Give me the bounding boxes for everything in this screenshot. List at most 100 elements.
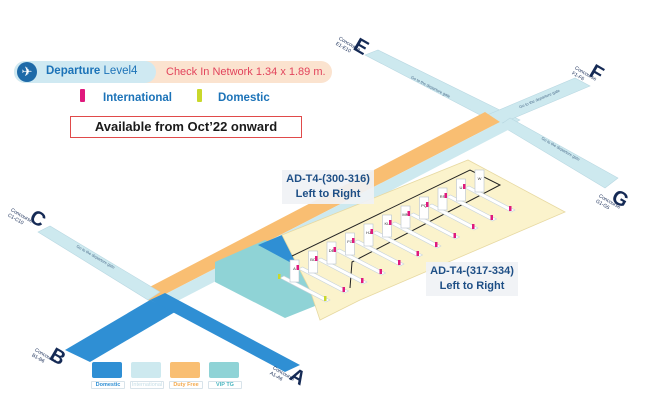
checkin-island: BC — [296, 250, 350, 294]
checkin-island: RS — [426, 187, 479, 231]
checkin-island: W — [463, 169, 516, 213]
checkin-counter-bar — [297, 266, 350, 294]
international-kiosk-icon — [296, 265, 299, 270]
checkin-counter-bar — [316, 257, 368, 285]
legend-duty-free-swatch — [170, 362, 200, 378]
row-sign — [289, 259, 300, 283]
callout-direction: Left to Right — [295, 188, 361, 200]
international-kiosk-icon — [472, 224, 475, 229]
callout-code: AD-T4-(300-316) — [286, 173, 370, 185]
departure-level-label: Departure Level4 — [46, 65, 137, 77]
international-kiosk-icon — [315, 256, 318, 261]
row-sign — [400, 205, 411, 229]
row-label: A — [293, 266, 296, 271]
legend-vip-swatch — [209, 362, 239, 378]
checkin-counter-bar — [427, 203, 479, 231]
concourse-g-corridor — [499, 117, 619, 189]
row-sign — [456, 178, 466, 202]
international-kiosk-icon — [426, 202, 429, 207]
checkin-counter-bar — [334, 248, 387, 276]
header-departure-pill — [14, 61, 156, 83]
legend-domestic: Domestic — [218, 92, 270, 104]
international-kiosk-icon — [379, 269, 382, 274]
international-kiosk-icon — [490, 215, 493, 220]
international-kiosk-icon — [509, 206, 512, 211]
checkin-island: A — [278, 259, 331, 303]
concourse-a-corridor — [150, 293, 300, 372]
row-label: PQ — [421, 203, 427, 208]
international-kiosk-icon — [463, 184, 466, 189]
checkin-islands: A BC DE FG HJ KL MN PQ RS U W — [278, 169, 516, 303]
row-label: FG — [347, 239, 353, 244]
row-label: RS — [440, 194, 446, 199]
availability-notice: Available from Oct’22 onward — [70, 116, 302, 138]
concourse-e-corridor — [364, 49, 521, 129]
checkin-island: HJ — [352, 223, 405, 267]
callout-317-334: AD-T4-(317-334) Left to Right — [426, 262, 518, 296]
international-kiosk-icon — [370, 229, 373, 234]
row-sign — [363, 223, 374, 247]
legend-international-label: International — [130, 381, 164, 389]
row-sign — [474, 169, 485, 193]
concourse-c-corridor — [37, 225, 161, 301]
row-label: HJ — [366, 230, 371, 235]
checkin-island: FG — [333, 232, 387, 276]
international-kiosk-icon — [342, 287, 345, 292]
callout-code: AD-T4-(317-334) — [430, 265, 514, 277]
callout-300-316: AD-T4-(300-316) Left to Right — [282, 170, 374, 204]
checkin-counter-bar — [353, 239, 405, 267]
international-kiosk-icon — [407, 211, 410, 216]
legend-international-swatch — [131, 362, 161, 378]
duty-free-band — [140, 112, 500, 302]
row-sign — [437, 187, 448, 211]
checkin-counter-bar — [279, 275, 331, 303]
checkin-counter-bar — [445, 194, 498, 222]
international-kiosk-icon — [389, 220, 392, 225]
checkin-island: KL — [370, 214, 424, 258]
checkin-counter-bar — [371, 230, 424, 258]
row-label: U — [460, 185, 463, 190]
departure-title: Departure — [46, 65, 101, 77]
legend-domestic-label: Domestic — [91, 381, 125, 389]
concourse-b-corridor — [65, 300, 175, 362]
row-sign — [326, 241, 337, 265]
row-label: MN — [402, 212, 408, 217]
international-kiosk-icon — [398, 260, 401, 265]
legend-international: International — [103, 92, 173, 104]
international-kiosk-icon — [416, 251, 419, 256]
international-kiosk-icon — [361, 278, 364, 283]
row-label: W — [478, 176, 482, 181]
international-kiosk-icon — [444, 193, 447, 198]
airplane-icon: ✈ — [17, 62, 37, 82]
checkin-island: MN — [389, 205, 442, 249]
checkin-counter-bar — [408, 212, 461, 240]
international-kiosk-icon — [352, 238, 355, 243]
international-kiosk-icon — [333, 247, 336, 252]
checkin-counter-bar — [390, 221, 442, 249]
checkin-island: U — [444, 178, 498, 222]
international-kiosk-icon — [453, 233, 456, 238]
row-sign — [382, 214, 392, 238]
row-label: BC — [310, 257, 316, 262]
level-label: Level4 — [103, 65, 138, 77]
row-sign — [419, 196, 429, 220]
row-sign — [308, 250, 318, 274]
row-label: KL — [385, 221, 391, 226]
legend-vip-label: VIP TG — [208, 381, 242, 389]
row-sign — [345, 232, 355, 256]
domestic-kiosk-icon — [324, 296, 327, 301]
callout-direction: Left to Right — [439, 280, 505, 292]
checkin-island: PQ — [407, 196, 461, 240]
checkin-network-outline — [291, 169, 502, 289]
international-swatch-icon — [80, 89, 85, 102]
checkin-network-label: Check In Network 1.34 x 1.89 m. — [166, 66, 326, 78]
legend-domestic-swatch — [92, 362, 122, 378]
legend-duty-free-label: Duty Free — [169, 381, 203, 389]
checkin-island: DE — [315, 241, 368, 285]
domestic-swatch-icon — [197, 89, 202, 102]
international-kiosk-icon — [435, 242, 438, 247]
row-label: DE — [329, 248, 335, 253]
domestic-kiosk-icon — [278, 274, 281, 279]
checkin-counter-bar — [464, 185, 516, 213]
